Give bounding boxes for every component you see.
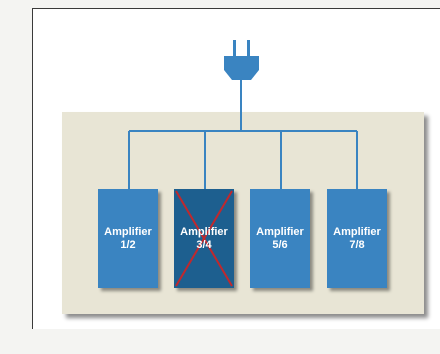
power-plug-icon: [224, 40, 259, 80]
amplifier-label: Amplifier: [104, 225, 152, 238]
disabled-cross-icon: [175, 190, 233, 287]
amplifier-1-2: Amplifier 1/2: [98, 189, 158, 288]
amplifier-channels: 5/6: [272, 238, 288, 251]
amplifier-label: Amplifier: [256, 225, 304, 238]
amplifier-channels: 3/4: [196, 238, 212, 251]
wire-lines: [128, 80, 358, 189]
amplifier-5-6: Amplifier 5/6: [250, 189, 310, 288]
amplifier-3-4: Amplifier 3/4: [174, 189, 234, 288]
amplifier-channels: 7/8: [349, 238, 365, 251]
amplifier-7-8: Amplifier 7/8: [327, 189, 387, 288]
amplifier-channels: 1/2: [120, 238, 136, 251]
amplifier-label: Amplifier: [333, 225, 381, 238]
amplifier-label: Amplifier: [180, 225, 228, 238]
